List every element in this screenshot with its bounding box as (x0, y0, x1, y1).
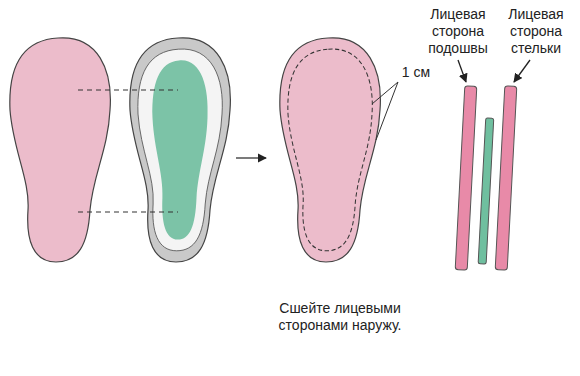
dimension-label: 1 см (402, 64, 430, 81)
pointer-arrow (458, 60, 466, 82)
alignment-line (78, 211, 178, 212)
caption: Сшейте лицевыми сторонами наружу. (245, 300, 435, 334)
insole-strip (495, 86, 517, 270)
sole-layers (130, 38, 231, 262)
leader-line (376, 82, 398, 140)
pointer-arrow (514, 60, 530, 82)
alignment-line (78, 89, 178, 90)
insole-piece (10, 38, 111, 262)
padding-strip (478, 118, 494, 264)
sole-strip (455, 86, 477, 270)
process-arrow (236, 157, 266, 158)
part-label: Лицевая сторона подошвы (420, 6, 496, 56)
sewn-sole (280, 38, 381, 262)
part-label: Лицевая сторона стельки (498, 6, 574, 56)
